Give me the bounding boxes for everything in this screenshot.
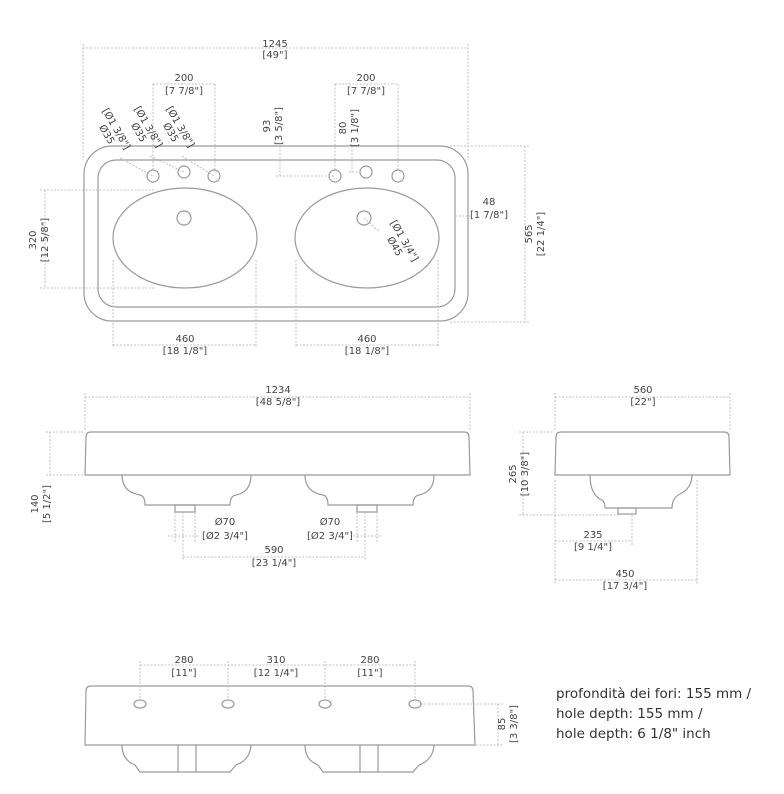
dim-back-hole-height-in: [3 3/8"] bbox=[509, 705, 520, 743]
dim-waste-right: Ø70 bbox=[320, 516, 341, 528]
dim-side-waste-offset: 235 bbox=[583, 530, 602, 541]
dim-tap-offset-in: [3 1/8"] bbox=[350, 109, 361, 147]
dim-front-height-in: [5 1/2"] bbox=[42, 485, 53, 523]
dim-back-spacing-3: 280 bbox=[360, 655, 379, 666]
front-left-waste bbox=[174, 504, 196, 513]
side-bowl bbox=[589, 474, 693, 509]
dim-basin-depth-in: [12 5/8"] bbox=[40, 218, 51, 262]
dim-waste-left-in: [Ø2 3/4"] bbox=[202, 530, 248, 542]
dim-side-bowl-depth: 450 bbox=[615, 569, 634, 580]
dim-overall-width-in: [49"] bbox=[262, 50, 287, 61]
dim-side-bowl-depth-in: [17 3/4"] bbox=[603, 581, 647, 592]
basin-outline bbox=[83, 145, 469, 322]
right-bowl bbox=[294, 187, 440, 289]
dim-basin-width-left-in: [18 1/8"] bbox=[163, 346, 207, 357]
dim-basin-width-right: 460 bbox=[357, 334, 376, 345]
dim-basin-depth: 320 bbox=[28, 230, 39, 249]
dim-side-waste-offset-in: [9 1/4"] bbox=[574, 542, 612, 553]
dim-back-spacing-3-in: [11"] bbox=[357, 668, 382, 679]
dim-basin-width-right-in: [18 1/8"] bbox=[345, 346, 389, 357]
dim-tap-spacing-right: 200 bbox=[356, 73, 375, 84]
dim-basin-width-left: 460 bbox=[175, 334, 194, 345]
dim-side-height-in: [10 3/8"] bbox=[520, 452, 531, 496]
note-line: hole depth: 155 mm / bbox=[556, 706, 703, 722]
dim-front-height: 140 bbox=[30, 494, 41, 513]
left-drain bbox=[176, 210, 192, 226]
dim-back-spacing-1-in: [11"] bbox=[171, 668, 196, 679]
dim-center-offset: 93 bbox=[262, 120, 273, 133]
dim-depth: 565 bbox=[524, 224, 535, 243]
dim-side-height: 265 bbox=[508, 464, 519, 483]
dim-rim-in: [1 7/8"] bbox=[470, 210, 508, 221]
dim-overall-width: 1245 bbox=[262, 39, 287, 50]
dim-side-depth-in: [22"] bbox=[630, 397, 655, 408]
dim-front-width-in: [48 5/8"] bbox=[256, 397, 300, 408]
dim-tap-spacing-left-in: [7 7/8"] bbox=[165, 86, 203, 97]
dim-tap-spacing-right-in: [7 7/8"] bbox=[347, 86, 385, 97]
dim-waste-spacing-in: [23 1/4"] bbox=[252, 558, 296, 569]
right-drain bbox=[356, 210, 372, 226]
back-body bbox=[84, 685, 476, 746]
hole-depth-note: profondità dei fori: 155 mm / hole depth… bbox=[556, 684, 751, 744]
front-right-bowl bbox=[304, 474, 435, 506]
side-waste bbox=[617, 507, 637, 515]
dim-front-width: 1234 bbox=[265, 385, 290, 396]
dim-side-depth: 560 bbox=[633, 385, 652, 396]
note-line: hole depth: 6 1/8" inch bbox=[556, 726, 711, 742]
dim-back-spacing-2-in: [12 1/4"] bbox=[254, 668, 298, 679]
dim-waste-left: Ø70 bbox=[215, 516, 236, 528]
back-holes bbox=[133, 699, 422, 709]
dim-rim: 48 bbox=[483, 197, 496, 208]
dim-tap-offset: 80 bbox=[338, 122, 349, 135]
front-view: 1234 [48 5/8"] 140[5 1/2"] Ø70 [Ø2 3/4"]… bbox=[30, 385, 471, 569]
front-left-bowl bbox=[121, 474, 252, 506]
left-bowl bbox=[112, 187, 258, 289]
dim-back-spacing-2: 310 bbox=[266, 655, 285, 666]
front-right-waste bbox=[356, 504, 378, 513]
side-view: 560 [22"] 265[10 3/8"] 235 [9 1/4"] 450 … bbox=[508, 385, 731, 592]
dim-waste-spacing: 590 bbox=[264, 545, 283, 556]
side-body bbox=[554, 431, 731, 476]
top-view: 1245 [49"] 200 [7 7/8"] 200 [7 7/8"] Ø35… bbox=[28, 39, 547, 357]
dim-center-offset-in: [3 5/8"] bbox=[274, 107, 285, 145]
dim-back-hole-height: 85 bbox=[497, 718, 508, 731]
back-right-bowl bbox=[304, 744, 435, 773]
dim-tap-spacing-left: 200 bbox=[174, 73, 193, 84]
dim-waste-right-in: [Ø2 3/4"] bbox=[307, 530, 353, 542]
dim-depth-in: [22 1/4"] bbox=[536, 212, 547, 256]
back-left-bowl bbox=[121, 744, 252, 773]
note-line: profondità dei fori: 155 mm / bbox=[556, 686, 752, 702]
front-body bbox=[84, 431, 471, 476]
basin-inner-rim bbox=[97, 159, 456, 308]
tap-holes bbox=[146, 165, 405, 183]
dim-back-spacing-1: 280 bbox=[174, 655, 193, 666]
back-view: 280 [11"] 310 [12 1/4"] 280 [11"] 85[3 3… bbox=[84, 655, 520, 773]
